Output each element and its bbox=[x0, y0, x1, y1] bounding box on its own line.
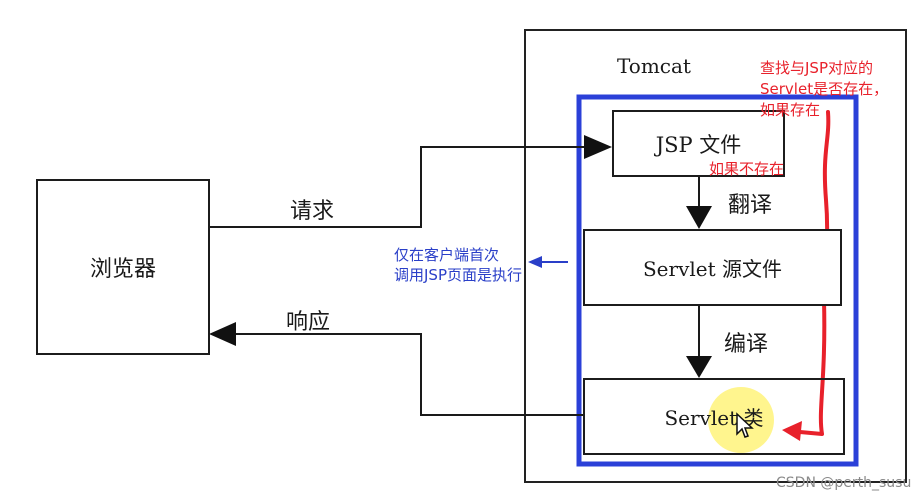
blue-highlight-frame bbox=[576, 94, 859, 467]
blue-annotation-arrowhead bbox=[528, 256, 542, 268]
lookup-servlet-annotation: 查找与JSP对应的 Servlet是否存在， 如果存在 bbox=[760, 58, 888, 121]
red-annotation-arrowhead bbox=[782, 421, 802, 441]
servlet-class-box: Servlet 类 bbox=[583, 378, 845, 455]
jsp-file-label: JSP 文件 bbox=[655, 132, 742, 157]
browser-label: 浏览器 bbox=[89, 257, 156, 282]
jsp-file-box: JSP 文件 bbox=[612, 110, 785, 177]
if-not-exists-annotation: 如果不存在 bbox=[709, 160, 785, 178]
response-arrow bbox=[236, 333, 583, 416]
request-arrow bbox=[209, 146, 584, 228]
compile-arrowhead bbox=[686, 356, 712, 378]
servlet-source-box: Servlet 源文件 bbox=[583, 229, 842, 306]
request-arrowhead bbox=[584, 135, 612, 159]
response-arrowhead bbox=[209, 322, 236, 346]
first-request-line-1: 仅在客户端首次 bbox=[394, 246, 500, 264]
mouse-cursor-icon bbox=[736, 412, 754, 438]
watermark: CSDN @perth_susu bbox=[776, 475, 912, 491]
lookup-line-1: 查找与JSP对应的 bbox=[760, 59, 873, 77]
tomcat-label: Tomcat bbox=[617, 54, 691, 78]
lookup-line-2: Servlet是否存在， bbox=[760, 80, 889, 98]
compile-label: 编译 bbox=[724, 332, 769, 357]
lookup-line-3: 如果存在 bbox=[760, 101, 821, 119]
translate-label: 翻译 bbox=[728, 193, 773, 218]
response-label: 响应 bbox=[286, 310, 331, 335]
tomcat-container bbox=[524, 29, 907, 483]
translate-arrowhead bbox=[686, 206, 712, 229]
first-request-annotation: 仅在客户端首次 调用JSP页面是执行 bbox=[394, 245, 522, 285]
servlet-source-label: Servlet 源文件 bbox=[642, 257, 783, 281]
request-label: 请求 bbox=[290, 199, 335, 224]
first-request-line-2: 调用JSP页面是执行 bbox=[394, 266, 522, 284]
browser-box: 浏览器 bbox=[36, 179, 210, 355]
